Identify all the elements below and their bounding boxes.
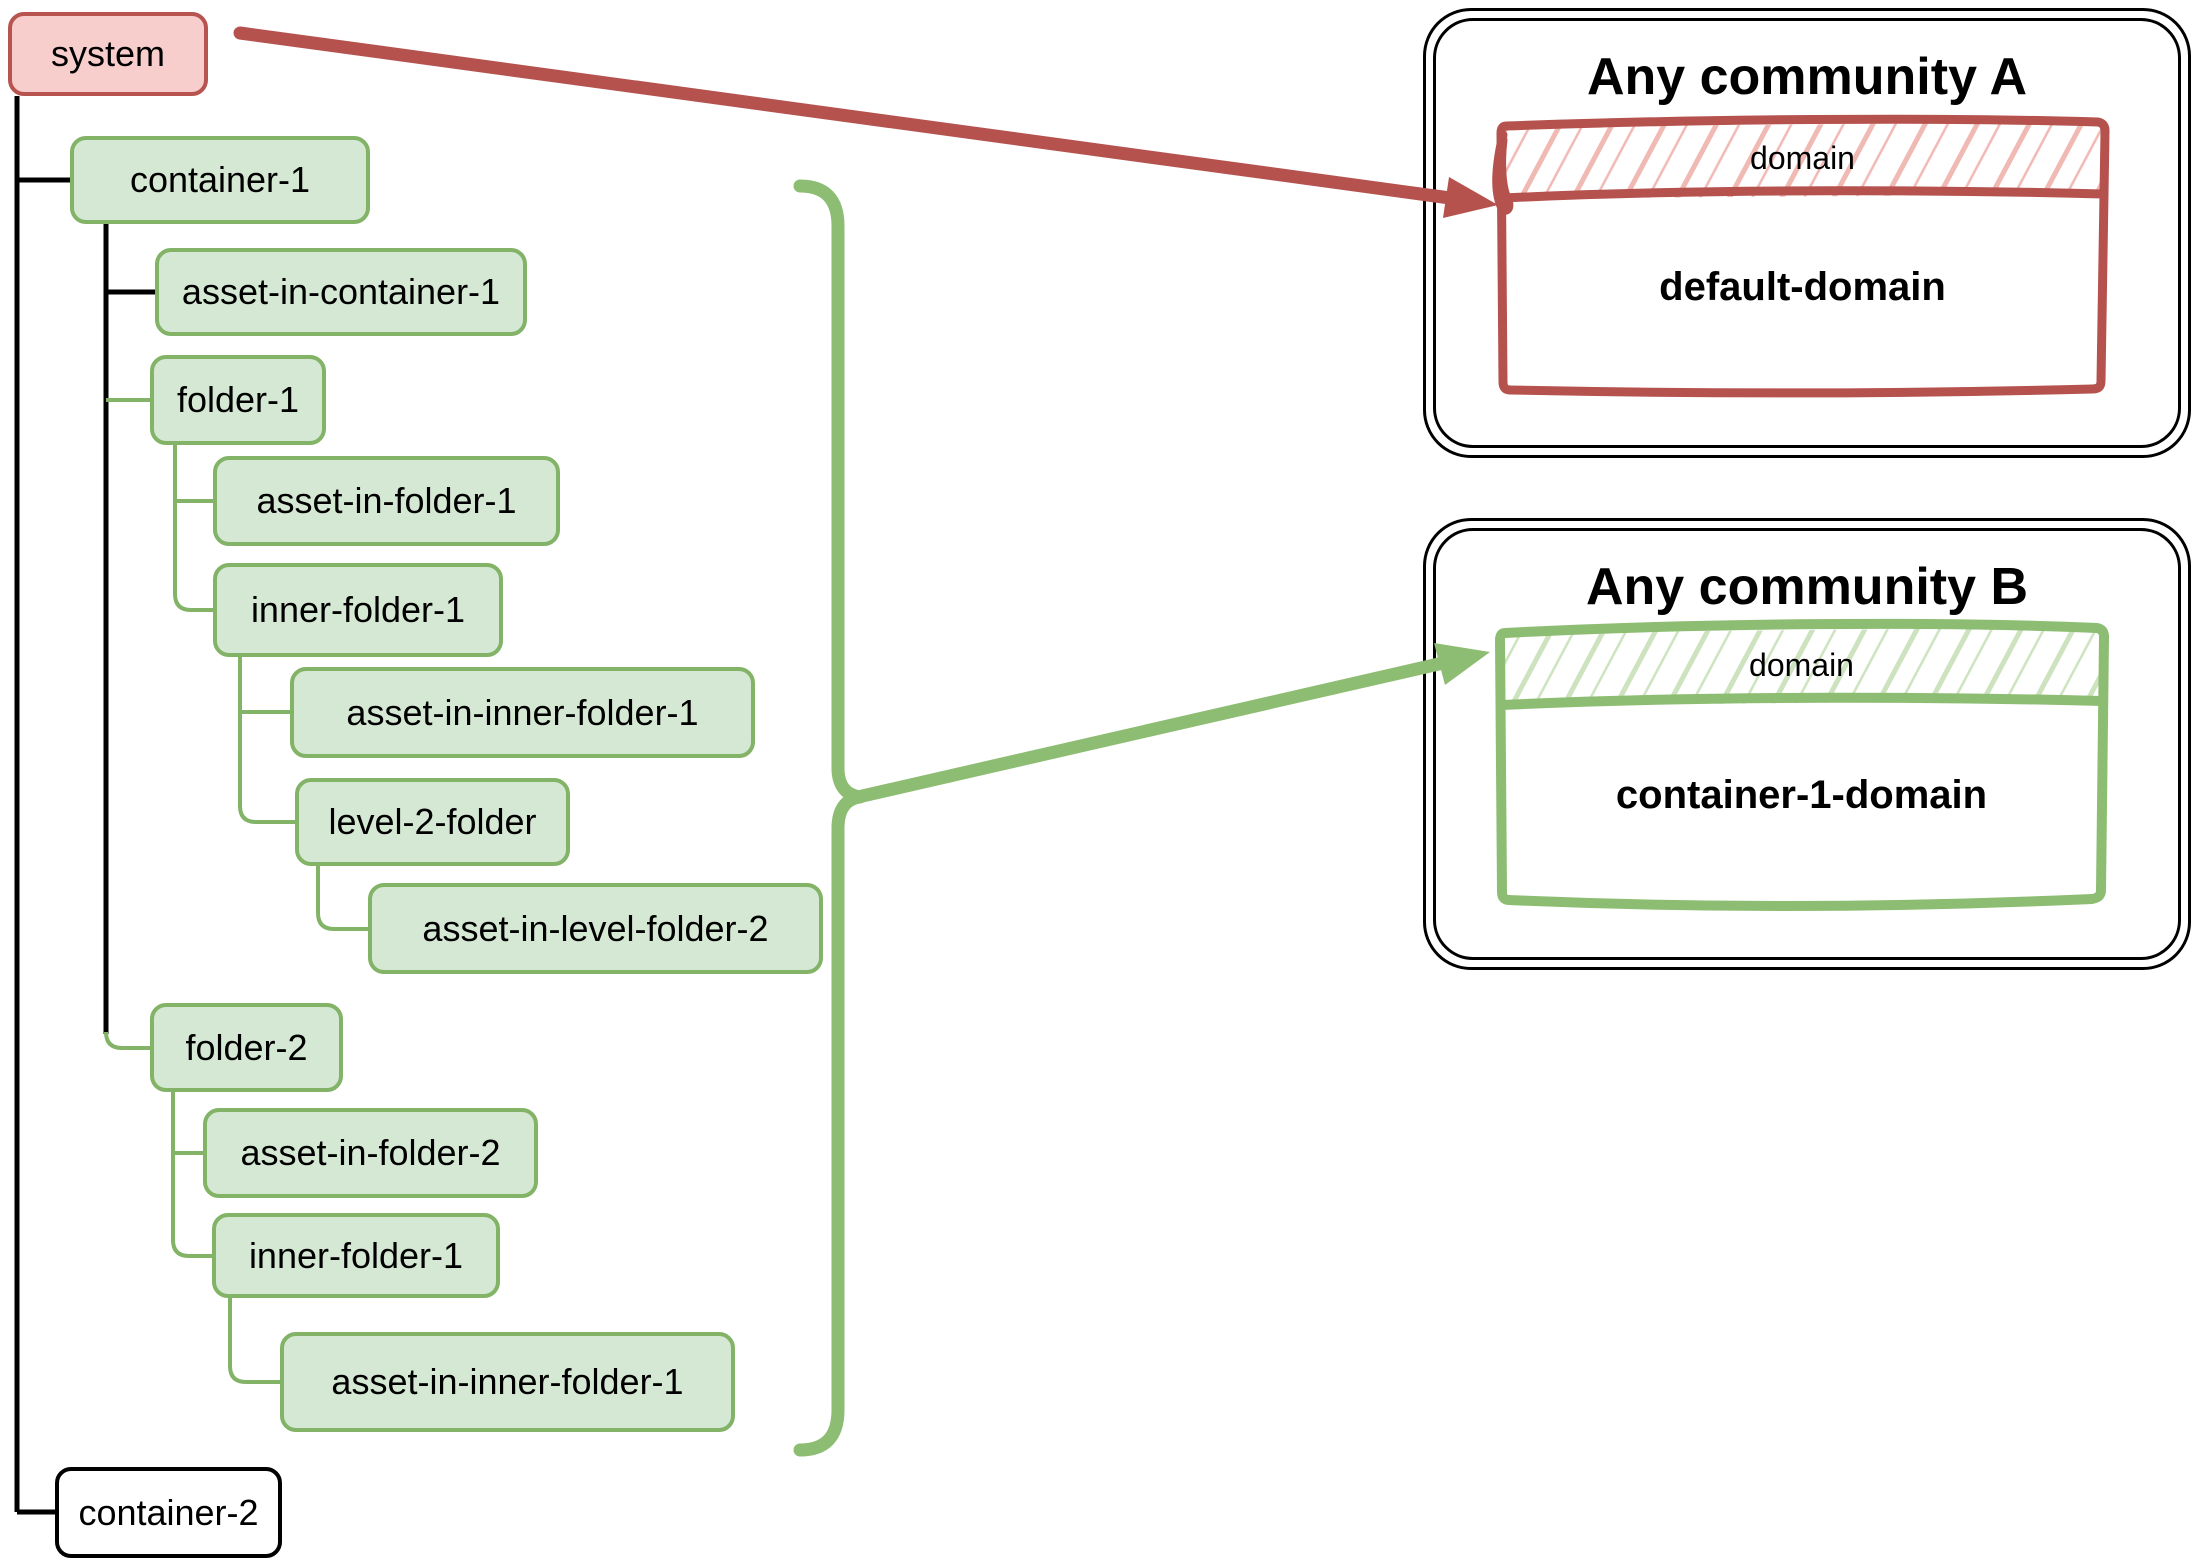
tree-node-container-1: container-1 [70, 136, 370, 224]
tree-node-asset-in-inner-folder-1-b: asset-in-inner-folder-1 [280, 1332, 735, 1432]
system-to-default-domain-arrow [233, 26, 1498, 218]
tree-node-folder-1: folder-1 [150, 355, 326, 445]
community-b-inner-border [1433, 528, 2181, 960]
community-a-title: Any community A [1586, 48, 2028, 106]
community-a-box: Any community A [1423, 8, 2191, 458]
tree-node-asset-in-folder-2: asset-in-folder-2 [203, 1108, 538, 1198]
community-b-domain-band-label: domain [1749, 647, 1854, 683]
container-1-to-domain-arrow [851, 643, 1490, 804]
container-1-domain-sketch-box [1495, 618, 2109, 911]
community-a-inner-border [1433, 18, 2181, 448]
community-a-domain-name: default-domain [1659, 265, 1946, 309]
community-b-domain-name: container-1-domain [1615, 773, 1988, 817]
tree-node-inner-folder-1-b: inner-folder-1 [212, 1213, 500, 1298]
tree-node-asset-in-folder-1: asset-in-folder-1 [213, 456, 560, 546]
container-1-group-brace [793, 179, 867, 1457]
tree-node-asset-in-container-1: asset-in-container-1 [155, 248, 527, 336]
tree-node-asset-in-level-folder-2: asset-in-level-folder-2 [368, 883, 823, 974]
tree-node-level-2-folder: level-2-folder [295, 778, 570, 866]
community-a-domain-band-label: domain [1750, 140, 1855, 176]
container-1-tree-connectors [104, 398, 368, 1384]
tree-node-inner-folder-1: inner-folder-1 [213, 563, 503, 657]
tree-node-asset-in-inner-folder-1: asset-in-inner-folder-1 [290, 667, 755, 758]
community-b-title: Any community B [1585, 558, 2029, 616]
default-domain-sketch-box [1492, 114, 2110, 398]
tree-node-container-2: container-2 [55, 1467, 282, 1558]
community-b-box: Any community B [1423, 518, 2191, 970]
tree-node-system: system [8, 12, 208, 96]
system-tree-connectors [14, 96, 155, 1515]
tree-node-folder-2: folder-2 [150, 1003, 343, 1092]
